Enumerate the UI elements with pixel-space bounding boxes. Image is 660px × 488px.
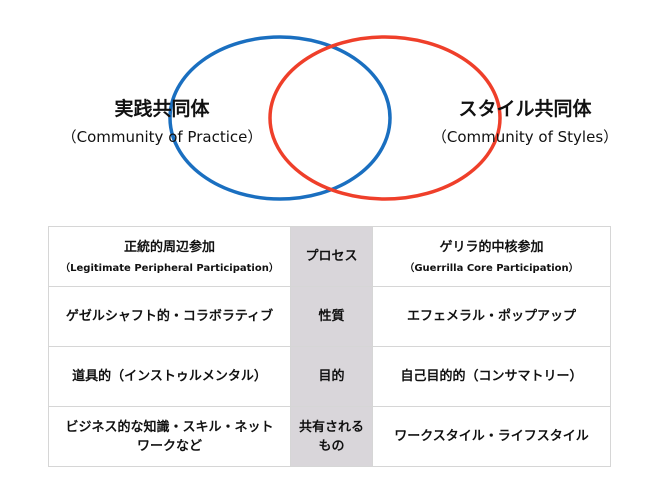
- community-of-practice-subtitle: （Community of Practice）: [61, 128, 263, 146]
- practice-value: ゲゼルシャフト的・コラボラティブ: [65, 309, 274, 324]
- table-row: ゲゼルシャフト的・コラボラティブ 性質 エフェメラル・ポップアップ: [48, 286, 611, 347]
- table-row: ビジネス的な知識・スキル・ネット ワークなど 共有される もの ワークスタイル・…: [48, 406, 611, 467]
- aspect-cell: 共有される もの: [290, 406, 373, 467]
- practice-value-en: （Legitimate Peripheral Participation）: [60, 262, 279, 274]
- practice-value: 道具的（インストゥルメンタル）: [72, 369, 267, 384]
- practice-cell: ビジネス的な知識・スキル・ネット ワークなど: [48, 406, 291, 467]
- practice-cell: ゲゼルシャフト的・コラボラティブ: [48, 286, 291, 347]
- styles-cell: 自己目的的（コンサマトリー）: [372, 346, 611, 407]
- styles-cell: ゲリラ的中核参加 （Guerrilla Core Participation）: [372, 226, 611, 287]
- community-of-styles-name: スタイル共同体: [458, 98, 592, 120]
- practice-cell: 道具的（インストゥルメンタル）: [48, 346, 291, 407]
- aspect-label: 共有される: [298, 419, 364, 435]
- styles-value-en: （Guerrilla Core Participation）: [404, 262, 579, 274]
- aspect-label: プロセス: [305, 249, 358, 264]
- community-of-practice-label: 実践共同体 （Community of Practice）: [32, 96, 292, 148]
- styles-value: ワークスタイル・ライフスタイル: [394, 429, 589, 444]
- styles-value: 自己目的的（コンサマトリー）: [400, 369, 583, 384]
- aspect-cell: 性質: [290, 286, 373, 347]
- practice-cell: 正統的周辺参加 （Legitimate Peripheral Participa…: [48, 226, 291, 287]
- comparison-table: 正統的周辺参加 （Legitimate Peripheral Participa…: [48, 226, 611, 467]
- aspect-label: 性質: [318, 309, 345, 324]
- aspect-label: 目的: [318, 369, 345, 384]
- aspect-label-line2: もの: [318, 438, 345, 454]
- venn-diagram: [168, 35, 502, 201]
- styles-value: ゲリラ的中核参加: [439, 239, 544, 255]
- styles-cell: エフェメラル・ポップアップ: [372, 286, 611, 347]
- practice-value-line2: ワークなど: [136, 438, 202, 454]
- aspect-cell: プロセス: [290, 226, 373, 287]
- table-row: 道具的（インストゥルメンタル） 目的 自己目的的（コンサマトリー）: [48, 346, 611, 407]
- practice-value: ビジネス的な知識・スキル・ネット: [65, 419, 274, 435]
- community-of-practice-circle: [168, 35, 392, 201]
- community-of-practice-name: 実践共同体: [114, 98, 210, 120]
- community-of-styles-circle: [268, 35, 502, 201]
- table-row: 正統的周辺参加 （Legitimate Peripheral Participa…: [48, 226, 611, 287]
- aspect-cell: 目的: [290, 346, 373, 407]
- practice-value: 正統的周辺参加: [123, 239, 215, 255]
- community-of-styles-subtitle: （Community of Styles）: [431, 128, 619, 146]
- styles-value: エフェメラル・ポップアップ: [406, 309, 576, 324]
- styles-cell: ワークスタイル・ライフスタイル: [372, 406, 611, 467]
- community-of-styles-label: スタイル共同体 （Community of Styles）: [395, 96, 655, 148]
